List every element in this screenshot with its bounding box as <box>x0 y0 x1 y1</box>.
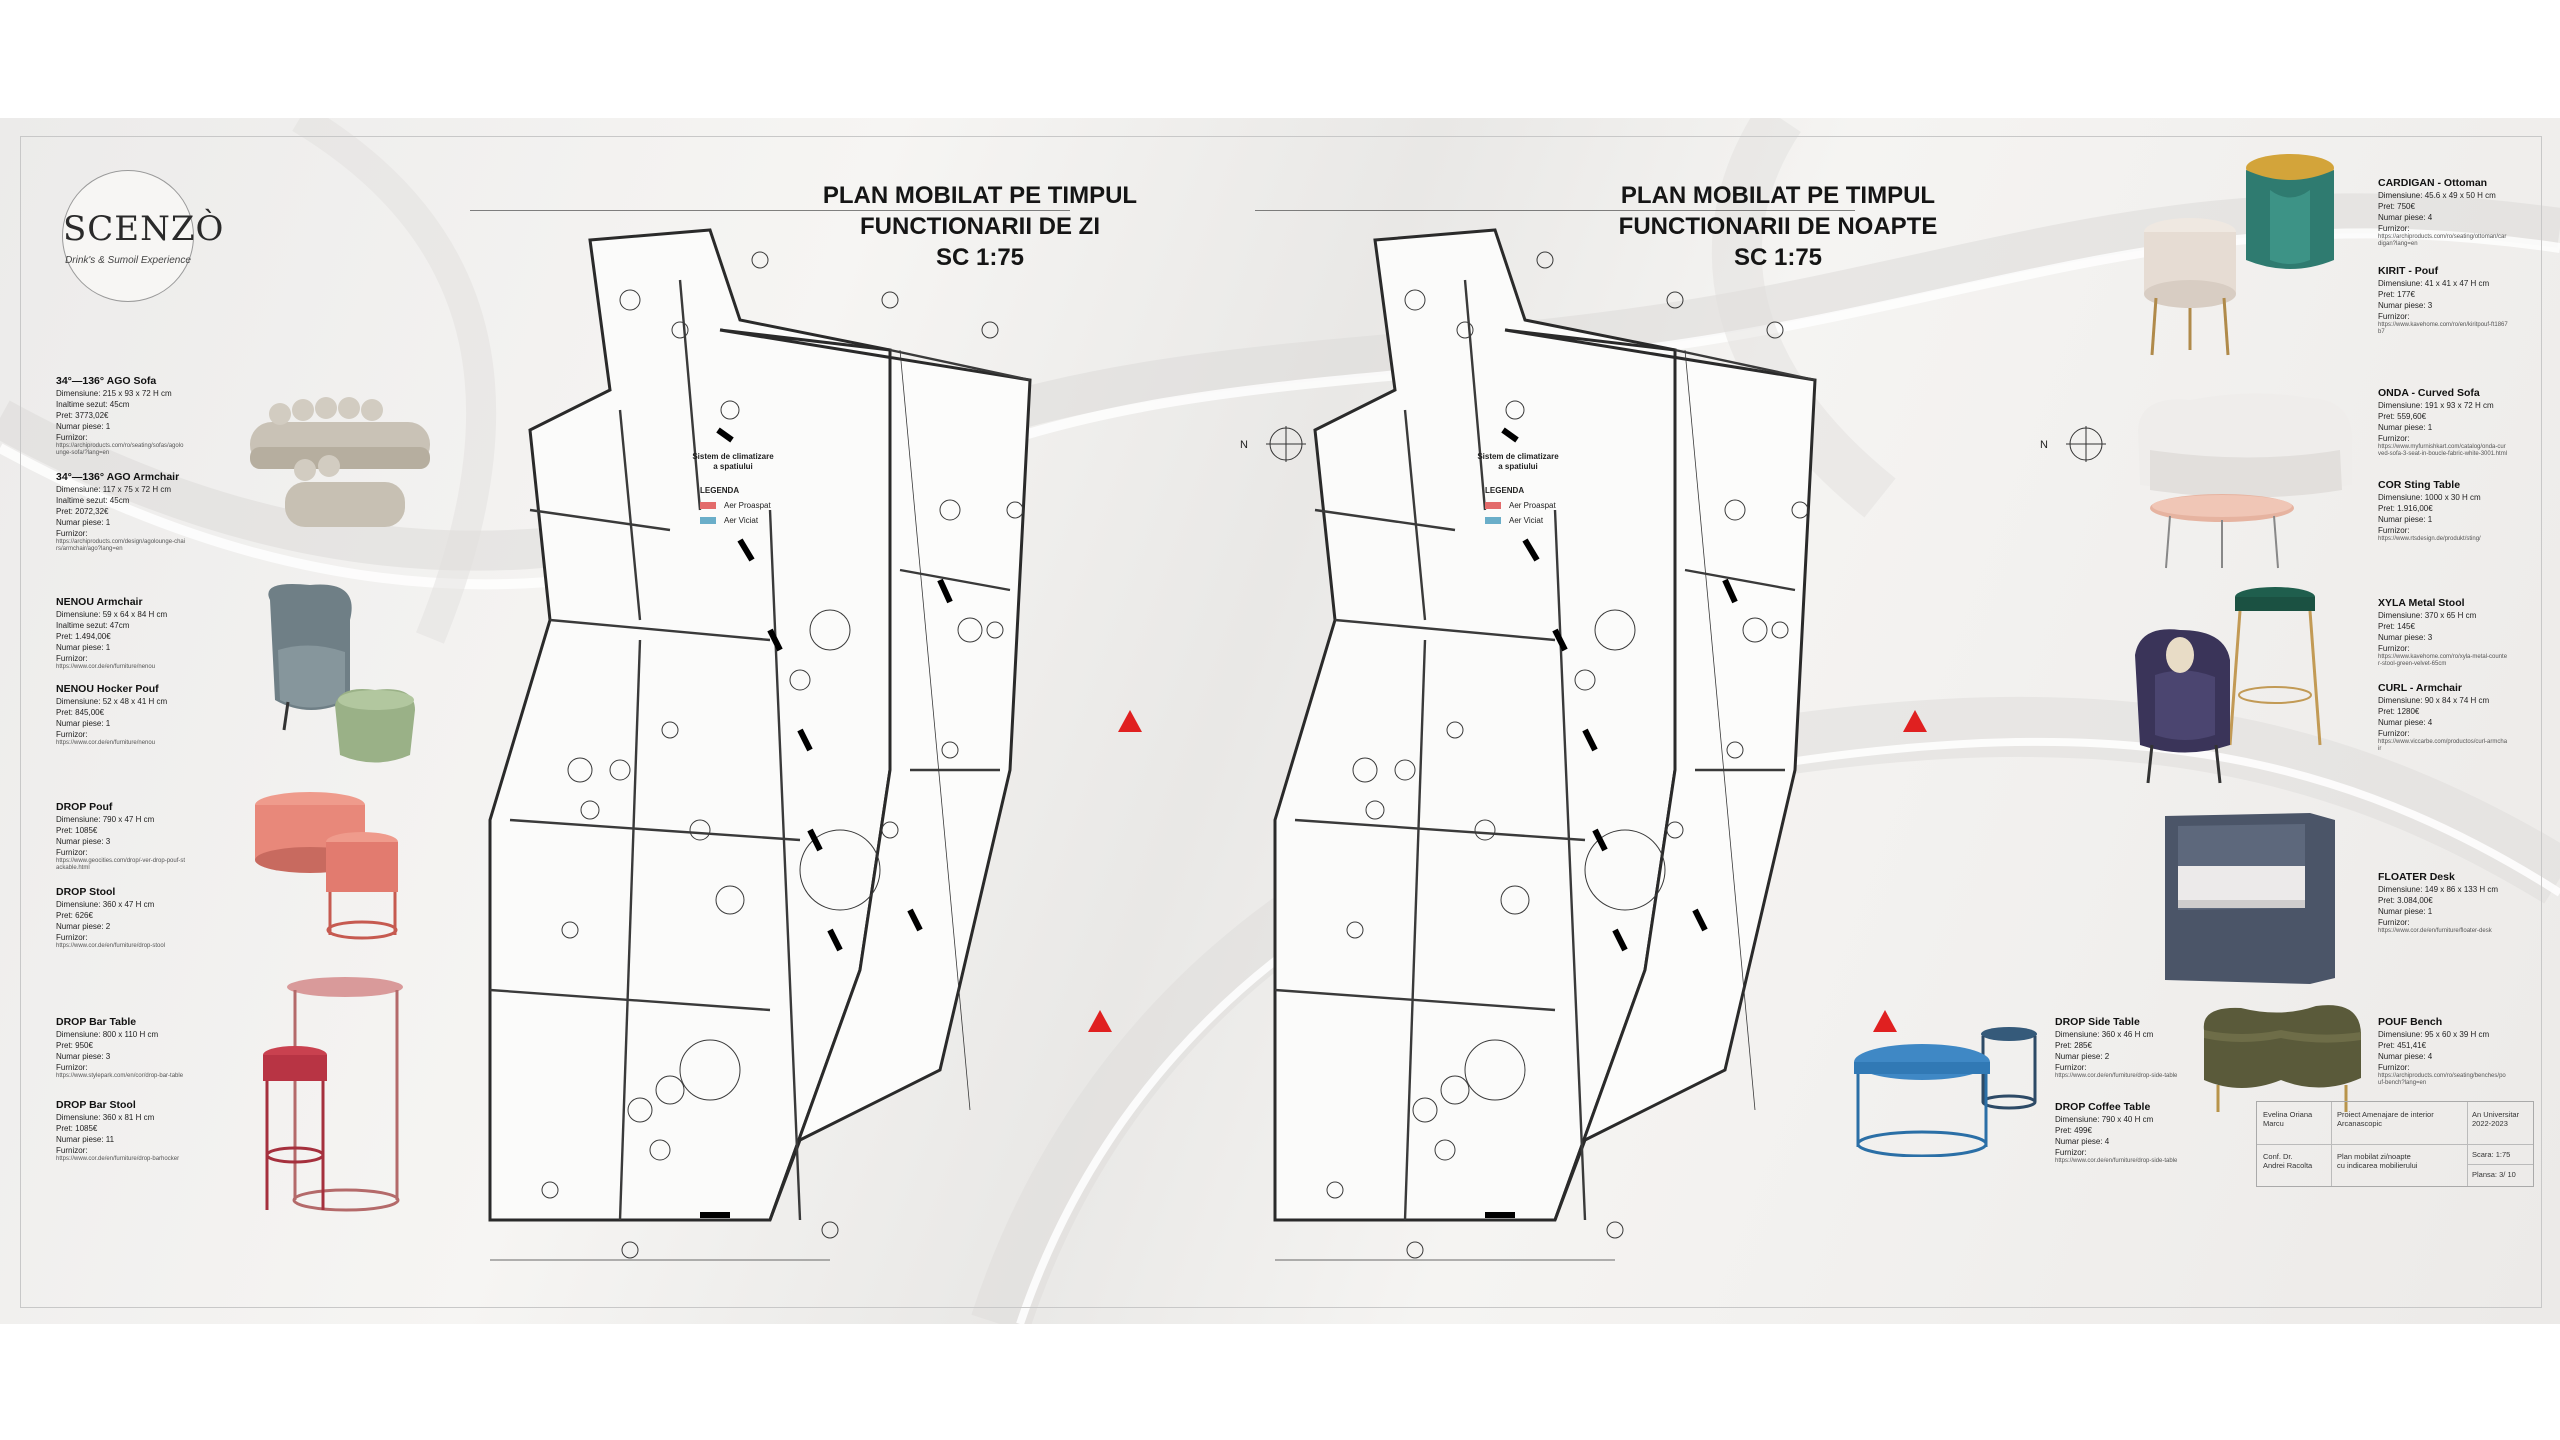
svg-text:N: N <box>1240 439 1248 451</box>
brand-logo: SCENZÒ Drink's & Sumoil Experience <box>62 170 225 302</box>
legend-heading: LEGENDA <box>700 486 740 495</box>
svg-text:N: N <box>2040 439 2048 451</box>
pouf-bench-illustration <box>2203 1005 2361 1112</box>
north-arrow-icon: N <box>2040 426 2106 462</box>
tutor-name: Conf. Dr.Andrei Racolta <box>2263 1152 2313 1170</box>
floater-desk-illustration <box>2165 813 2335 984</box>
product-curl-armchair: CURL - Armchair Dimensiune: 90 x 84 x 74… <box>2378 682 2508 752</box>
product-nenou-pouf: NENOU Hocker Pouf Dimensiune: 52 x 48 x … <box>56 683 168 746</box>
nenou-armchair-illustration <box>268 584 415 763</box>
product-cor-sting-table: COR Sting Table Dimensiune: 1000 x 30 H … <box>2378 479 2481 542</box>
cardigan-ottoman-illustration <box>2144 154 2334 356</box>
product-drop-coffee-table: DROP Coffee Table Dimensiune: 790 x 40 H… <box>2055 1101 2178 1164</box>
product-drop-bar-table: DROP Bar Table Dimensiune: 800 x 110 H c… <box>56 1016 184 1079</box>
board-frame <box>20 136 2542 1308</box>
brand-tagline: Drink's & Sumoil Experience <box>65 255 191 266</box>
drop-pouf-illustration <box>255 792 398 940</box>
product-xyla-stool: XYLA Metal Stool Dimensiune: 370 x 65 H … <box>2378 597 2508 667</box>
onda-sofa-illustration <box>2138 393 2353 569</box>
plan-night-title: PLAN MOBILAT PE TIMPUL FUNCTIONARII DE N… <box>1618 182 1938 271</box>
product-drop-side-table: DROP Side Table Dimensiune: 360 x 46 H c… <box>2055 1016 2178 1079</box>
floor-plan-day <box>470 210 1270 1300</box>
product-onda-sofa: ONDA - Curved Sofa Dimensiune: 191 x 93 … <box>2378 387 2508 457</box>
product-floater-desk: FLOATER Desk Dimensiune: 149 x 86 x 133 … <box>2378 871 2499 934</box>
xyla-curl-illustration <box>2135 587 2322 784</box>
drop-side-table-illustration <box>1854 1027 2037 1157</box>
legend-heading: LEGENDA <box>1485 486 1525 495</box>
product-cardigan-ottoman: CARDIGAN - Ottoman Dimensiune: 45.6 x 49… <box>2378 177 2507 247</box>
north-arrow-icon: N <box>1240 426 1306 462</box>
product-pouf-bench: POUF Bench Dimensiune: 95 x 60 x 39 H cm… <box>2378 1016 2506 1086</box>
drop-bar-table-illustration <box>263 977 403 1212</box>
sheet-number: Plansa: 3/ 10 <box>2472 1170 2516 1179</box>
legend-item-fresh-air: Aer Proaspat <box>1485 501 1573 510</box>
legend-item-fresh-air: Aer Proaspat <box>700 501 788 510</box>
ago-sofa-illustration <box>250 397 430 527</box>
drawing-scale: Scara: 1:75 <box>2472 1150 2511 1159</box>
plan-day-title: PLAN MOBILAT PE TIMPUL FUNCTIONARII DE Z… <box>822 182 1138 271</box>
product-ago-sofa: 34°—136° AGO Sofa Dimensiune: 215 x 93 x… <box>56 375 184 456</box>
product-nenou-armchair: NENOU Armchair Dimensiune: 59 x 64 x 84 … <box>56 596 168 670</box>
product-kirit-pouf: KIRIT - Pouf Dimensiune: 41 x 41 x 47 H … <box>2378 265 2508 335</box>
product-drop-bar-stool: DROP Bar Stool Dimensiune: 360 x 81 H cm… <box>56 1099 180 1162</box>
brand-name: SCENZÒ <box>63 209 225 249</box>
product-ago-armchair: 34°—136° AGO Armchair Dimensiune: 117 x … <box>56 471 186 552</box>
legend-item-stale-air: Aer Viciat <box>1485 516 1573 525</box>
floor-plan-night <box>1255 210 2055 1300</box>
legend-item-stale-air: Aer Viciat <box>700 516 788 525</box>
